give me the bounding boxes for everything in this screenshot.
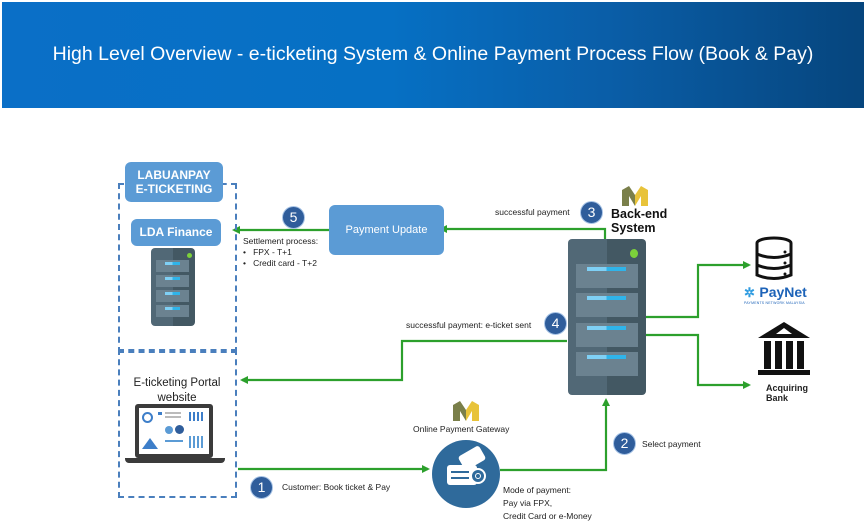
lda-finance-server-icon (151, 248, 195, 326)
portal-label: E-ticketing Portal website (133, 377, 221, 404)
step-3-badge: 3 (580, 201, 603, 224)
arrow-bank (646, 333, 751, 389)
step-2-label: Select payment (642, 439, 701, 449)
step-3-label: successful payment (495, 207, 570, 217)
paynet-logo: ✲ PayNet PAYMENTS NETWORK MALAYSIA (744, 284, 807, 305)
mode-of-payment-label: Mode of payment: Pay via FPX, Credit Car… (503, 485, 592, 521)
step-5-badge: 5 (282, 206, 305, 229)
arrow-step3 (439, 225, 607, 240)
arrow-paynet (646, 261, 751, 319)
arrow-step2 (500, 398, 610, 472)
acquiring-bank-label: Acquiring Bank (766, 383, 808, 403)
payment-gateway-icon (432, 440, 500, 508)
m-logo-gateway-icon (453, 401, 479, 421)
backend-system-label: Back-end System (611, 207, 668, 235)
page-title: High Level Overview - e-ticketing System… (52, 43, 814, 65)
paynet-star-icon: ✲ (744, 285, 755, 300)
settlement-item: • Credit card - T+2 (243, 258, 317, 268)
step-4-badge: 4 (544, 312, 567, 335)
labuanpay-eticketing-box: LABUANPAY E-TICKETING (125, 162, 223, 202)
laptop-dashboard-icon (125, 404, 225, 466)
step-2-badge: 2 (613, 432, 636, 455)
bank-icon (758, 322, 810, 375)
lda-finance-box: LDA Finance (131, 219, 221, 246)
portal-container (118, 349, 237, 498)
arrow-step4 (240, 339, 567, 384)
payment-update-box: Payment Update (329, 205, 444, 255)
step-1-label: Customer: Book ticket & Pay (282, 482, 391, 492)
settlement-label: Settlement process: • FPX - T+1 • Credit… (243, 236, 319, 268)
page-header: High Level Overview - e-ticketing System… (2, 2, 864, 108)
database-icon (755, 236, 793, 280)
backend-server-icon (568, 239, 646, 395)
gateway-label: Online Payment Gateway (413, 424, 510, 434)
step-1-badge: 1 (250, 476, 273, 499)
settlement-item: • FPX - T+1 (243, 247, 292, 257)
m-logo-backend-icon (622, 186, 648, 206)
step-4-label: successful payment: e-ticket sent (406, 320, 532, 330)
